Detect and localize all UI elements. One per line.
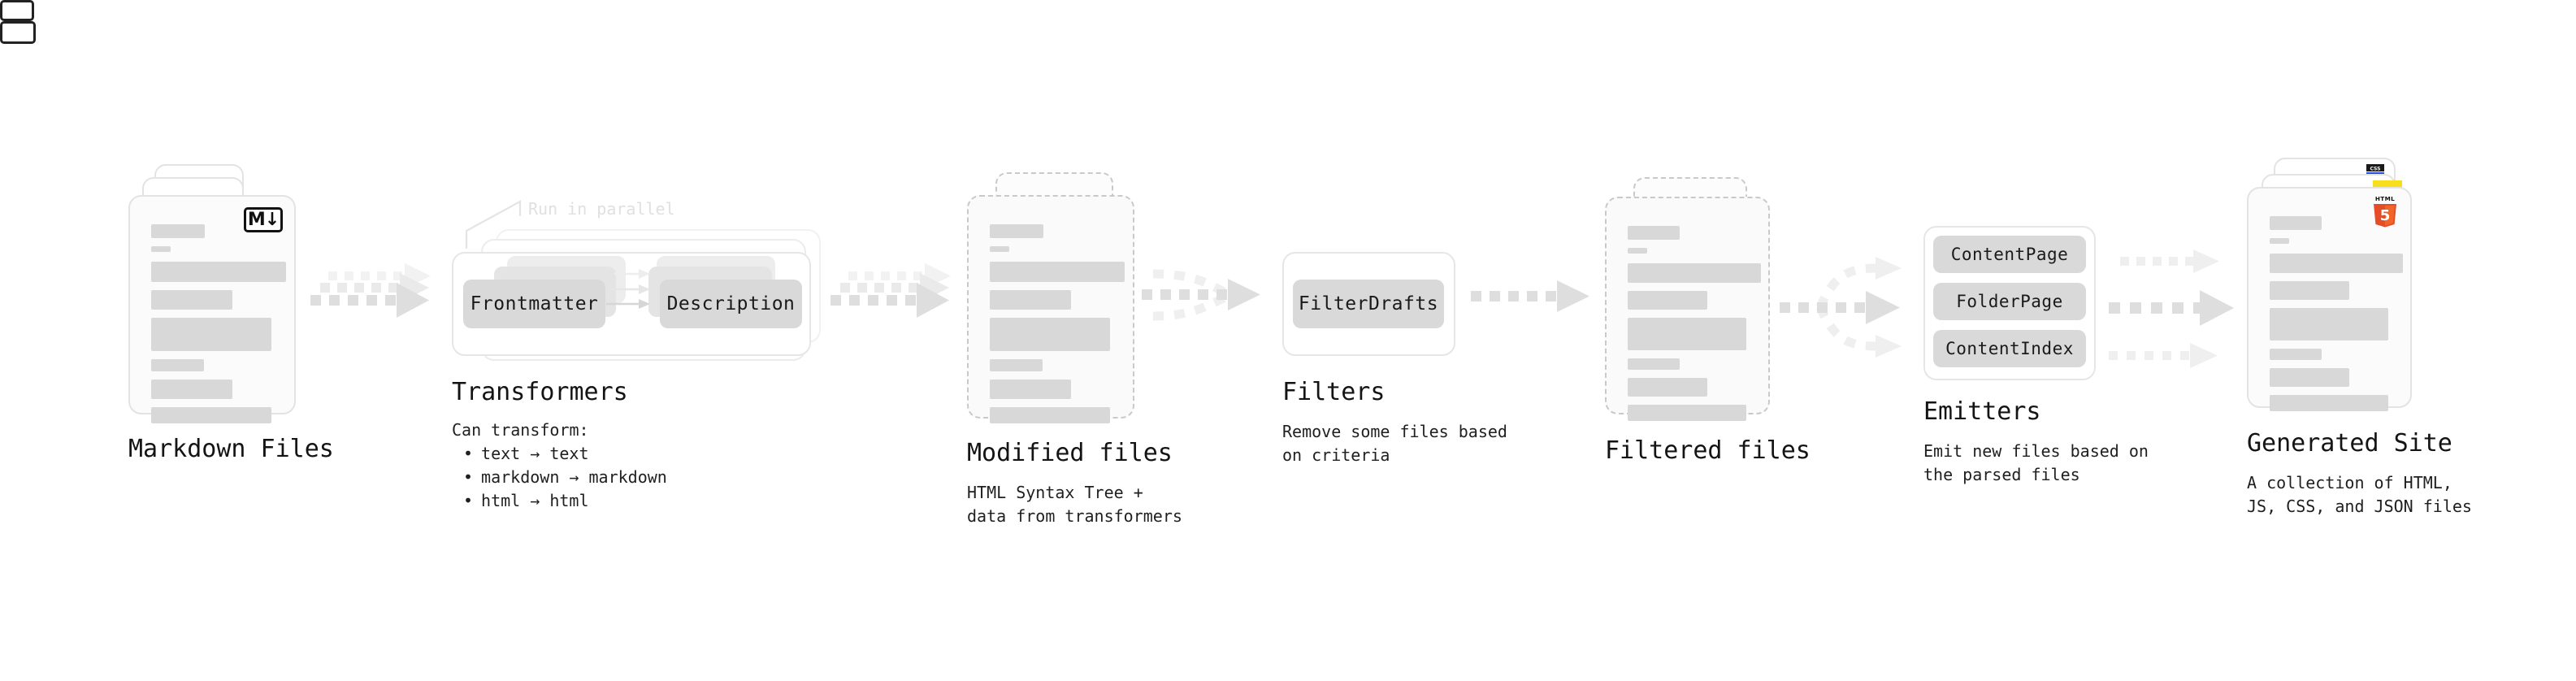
transformers-capability-item: markdown → markdown — [463, 466, 667, 489]
content-bar — [2270, 368, 2349, 387]
transformers-description: Can transform: text → text markdown → ma… — [452, 419, 667, 513]
filters-subtitle: Remove some files based on criteria — [1282, 422, 1507, 465]
content-bar — [2270, 349, 2322, 360]
filters-title: Filters — [1282, 378, 1386, 406]
html5-icon: HTML 5 — [2374, 195, 2396, 228]
transformer-internal-arrows — [606, 269, 650, 309]
content-bar — [2270, 281, 2349, 300]
content-bar — [990, 407, 1110, 423]
transformer-chip-frontmatter[interactable]: Frontmatter — [463, 280, 605, 328]
arrow-modified-to-filters — [1142, 269, 1260, 321]
generated-card-content-bars — [2270, 216, 2403, 419]
arrow-transformers-to-modified — [830, 263, 951, 318]
content-bar — [990, 246, 1009, 252]
content-bar — [151, 246, 171, 252]
filtered-files-title: Filtered files — [1605, 436, 1811, 465]
svg-text:CSS: CSS — [2370, 166, 2381, 171]
arrow-markdown-to-transformers — [310, 263, 431, 318]
generated-site-title: Generated Site — [2247, 429, 2452, 458]
svg-text:HTML: HTML — [2375, 195, 2395, 202]
markdown-icon-back-1 — [0, 21, 36, 44]
content-bar — [2270, 395, 2388, 411]
content-bar — [990, 318, 1110, 351]
modified-card-content-bars — [990, 224, 1125, 432]
filtered-card-content-bars — [1628, 226, 1761, 429]
emitter-chip-folderpage[interactable]: FolderPage — [1933, 283, 2086, 320]
content-bar — [990, 224, 1043, 238]
content-bar — [151, 318, 271, 351]
generated-site-subtitle: A collection of HTML, JS, CSS, and JSON … — [2247, 473, 2472, 516]
transformer-chip-description[interactable]: Description — [660, 280, 802, 328]
content-bar — [990, 290, 1071, 310]
emitter-chip-contentindex[interactable]: ContentIndex — [1933, 330, 2086, 367]
arrow-emitters-to-site — [2109, 249, 2234, 368]
content-bar — [2270, 238, 2289, 244]
generated-card-front: HTML 5 — [2247, 187, 2412, 411]
arrow-filters-to-filtered — [1471, 280, 1589, 312]
transformers-description-lead: Can transform: — [452, 420, 589, 440]
content-bar — [2270, 216, 2322, 230]
content-bar — [151, 359, 204, 371]
content-bar — [1628, 358, 1680, 370]
content-bar — [1628, 248, 1647, 254]
content-bar — [151, 380, 232, 399]
run-in-parallel-bracket — [465, 200, 522, 249]
markdown-icon-back-2 — [0, 0, 34, 21]
content-bar — [990, 359, 1043, 371]
emitters-title: Emitters — [1923, 397, 2041, 426]
content-bar — [1628, 405, 1746, 421]
emitters-subtitle: Emit new files based on the parsed files — [1923, 441, 2149, 484]
svg-text:5: 5 — [2380, 207, 2391, 224]
content-bar — [1628, 263, 1761, 283]
content-bar — [990, 380, 1071, 399]
content-bar — [1628, 378, 1707, 397]
run-in-parallel-label: Run in parallel — [528, 199, 675, 219]
content-bar — [2270, 308, 2388, 340]
modified-files-title: Modified files — [967, 439, 1173, 467]
transformers-capability-list: text → text markdown → markdown html → h… — [463, 442, 667, 513]
content-bar — [151, 407, 271, 423]
content-bar — [2270, 254, 2403, 273]
markdown-files-stack: M↓ — [0, 0, 296, 423]
modified-files-subtitle: HTML Syntax Tree + data from transformer… — [967, 483, 1182, 526]
content-bar — [1628, 226, 1680, 240]
modified-card-front — [967, 195, 1134, 423]
filtered-card-front — [1605, 197, 1770, 421]
content-bar — [151, 262, 286, 282]
filter-chip-filterdrafts[interactable]: FilterDrafts — [1293, 280, 1444, 328]
markdown-card-content-bars — [151, 224, 286, 432]
markdown-files-title: Markdown Files — [128, 435, 334, 463]
content-bar — [990, 262, 1125, 282]
content-bar — [1628, 318, 1746, 350]
transformers-capability-item: text → text — [463, 442, 667, 466]
markdown-icon: M↓ — [244, 207, 283, 232]
content-bar — [1628, 291, 1707, 310]
emitter-chip-contentpage[interactable]: ContentPage — [1933, 236, 2086, 273]
transformers-capability-item: html → html — [463, 489, 667, 513]
markdown-card-front: M↓ — [128, 195, 296, 423]
content-bar — [151, 290, 232, 310]
content-bar — [151, 224, 205, 238]
arrow-filtered-to-emitters — [1780, 257, 1902, 358]
transformers-title: Transformers — [452, 378, 628, 406]
